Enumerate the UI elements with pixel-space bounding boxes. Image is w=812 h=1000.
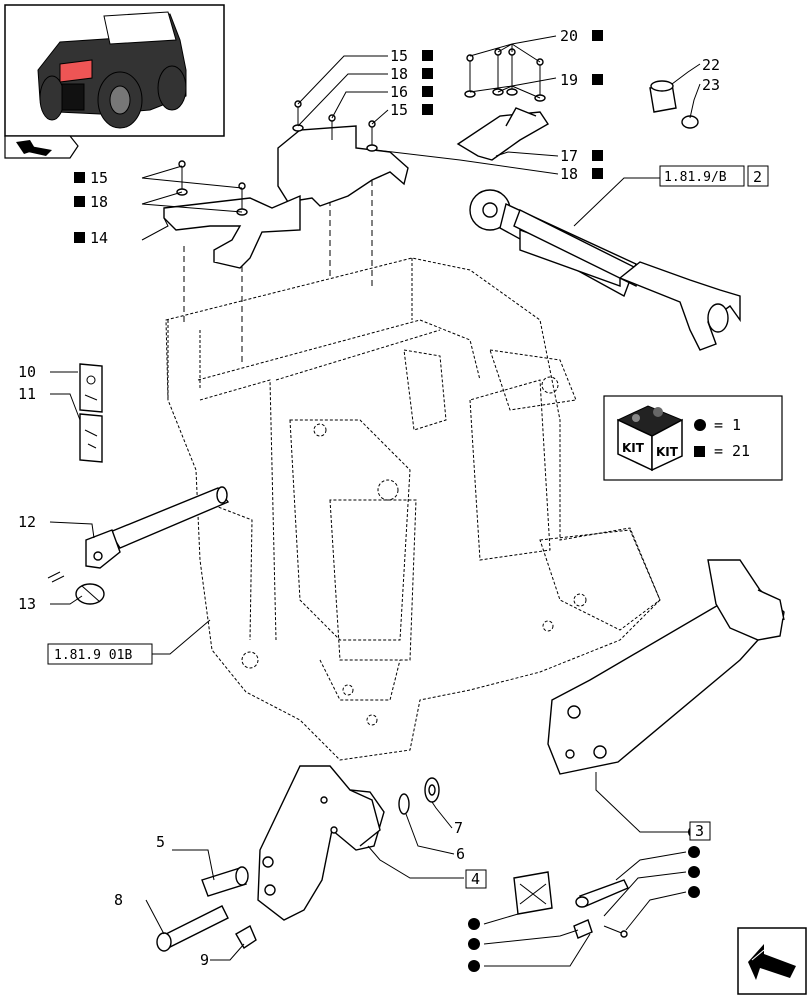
svg-text:21: 21 bbox=[732, 442, 750, 460]
svg-text:=: = bbox=[714, 442, 723, 460]
hook-arm bbox=[257, 765, 385, 921]
callout-7: 7 bbox=[454, 819, 463, 837]
callout-15: 15 bbox=[390, 101, 408, 119]
callout-20: 20 bbox=[560, 27, 578, 45]
callout-18: 18 bbox=[390, 65, 408, 83]
washers bbox=[398, 777, 440, 815]
stickers bbox=[79, 363, 103, 463]
callout-4: 4 bbox=[471, 870, 480, 888]
callout-6: 6 bbox=[456, 845, 465, 863]
callout-5: 5 bbox=[156, 833, 165, 851]
callout-22: 22 bbox=[702, 56, 720, 74]
svg-text:KIT: KIT bbox=[656, 445, 679, 459]
kit-box-icon: KIT KIT bbox=[616, 405, 684, 472]
svg-text:2: 2 bbox=[753, 168, 762, 186]
callout-15: 15 bbox=[90, 169, 108, 187]
pin-5 bbox=[201, 866, 249, 897]
nav-arrow-icon[interactable] bbox=[4, 135, 79, 159]
kit-legend: KIT KIT = 1 = 21 bbox=[603, 395, 783, 481]
callout-3: 3 bbox=[695, 822, 704, 840]
callout-23: 23 bbox=[702, 76, 720, 94]
callout-13: 13 bbox=[18, 595, 36, 613]
leader-lines bbox=[49, 35, 701, 967]
svg-text:KIT: KIT bbox=[622, 441, 645, 455]
callout-18: 18 bbox=[90, 193, 108, 211]
reference-frame[interactable]: 1.81.9 01B bbox=[47, 643, 153, 665]
top-link bbox=[469, 189, 741, 351]
callout-16: 16 bbox=[390, 83, 408, 101]
next-page-arrow-icon[interactable] bbox=[737, 927, 807, 995]
lower-arm bbox=[547, 559, 785, 775]
lift-frame bbox=[165, 257, 661, 761]
callout-10: 10 bbox=[18, 363, 36, 381]
svg-text:1.81.9/B: 1.81.9/B bbox=[664, 170, 727, 185]
svg-text:=: = bbox=[714, 416, 723, 434]
callout-12: 12 bbox=[18, 513, 36, 531]
callout-11: 11 bbox=[18, 385, 36, 403]
callout-18: 18 bbox=[560, 165, 578, 183]
pin-12 bbox=[85, 486, 230, 569]
svg-text:1.81.9 01B: 1.81.9 01B bbox=[54, 648, 132, 663]
callout-15: 15 bbox=[390, 47, 408, 65]
callout-8: 8 bbox=[114, 891, 123, 909]
clip-13 bbox=[47, 571, 105, 605]
callout-14: 14 bbox=[90, 229, 108, 247]
callout-17: 17 bbox=[560, 147, 578, 165]
pin-8 bbox=[156, 905, 229, 952]
screws bbox=[176, 48, 546, 216]
circle-marker bbox=[468, 826, 700, 972]
callout-19: 19 bbox=[560, 71, 578, 89]
plate-14 bbox=[163, 194, 301, 269]
kit-small-parts bbox=[513, 871, 629, 939]
clip-9 bbox=[235, 925, 257, 949]
bushings bbox=[649, 80, 699, 129]
callout-9: 9 bbox=[200, 951, 209, 969]
square-marker bbox=[74, 30, 603, 243]
tractor-thumbnail bbox=[4, 4, 225, 137]
svg-text:1: 1 bbox=[732, 416, 741, 434]
bracket-17 bbox=[456, 107, 549, 161]
reference-top-link[interactable]: 1.81.9/B 2 bbox=[659, 165, 769, 187]
upper-plate bbox=[277, 125, 409, 207]
